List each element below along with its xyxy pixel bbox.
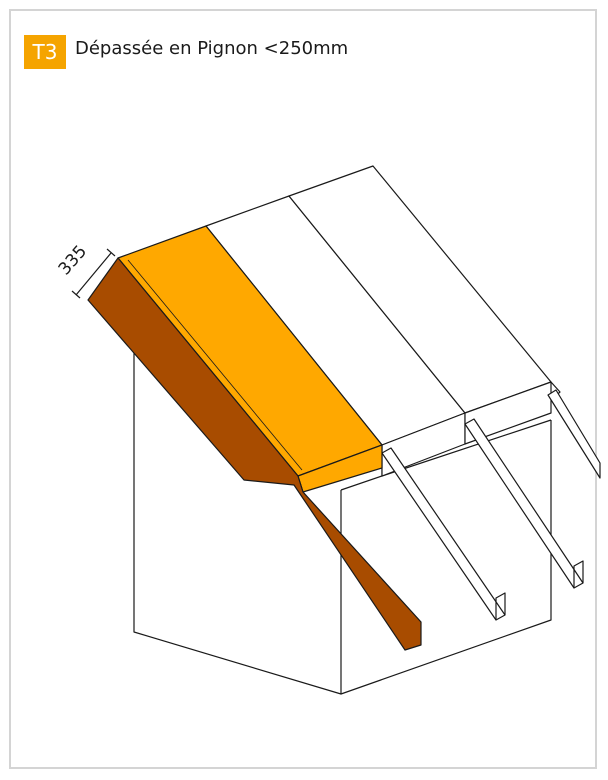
rafter-3: [547, 389, 601, 479]
roof-panels: [205, 165, 561, 477]
gable-board: [87, 257, 422, 651]
rafter-1: [381, 447, 506, 621]
dimension-335: [71, 248, 116, 299]
rafter-2: [464, 418, 584, 589]
diagram-title: Dépassée en Pignon <250mm: [75, 38, 349, 59]
type-badge: T3: [24, 35, 66, 69]
dimension-label: 335: [55, 242, 91, 280]
